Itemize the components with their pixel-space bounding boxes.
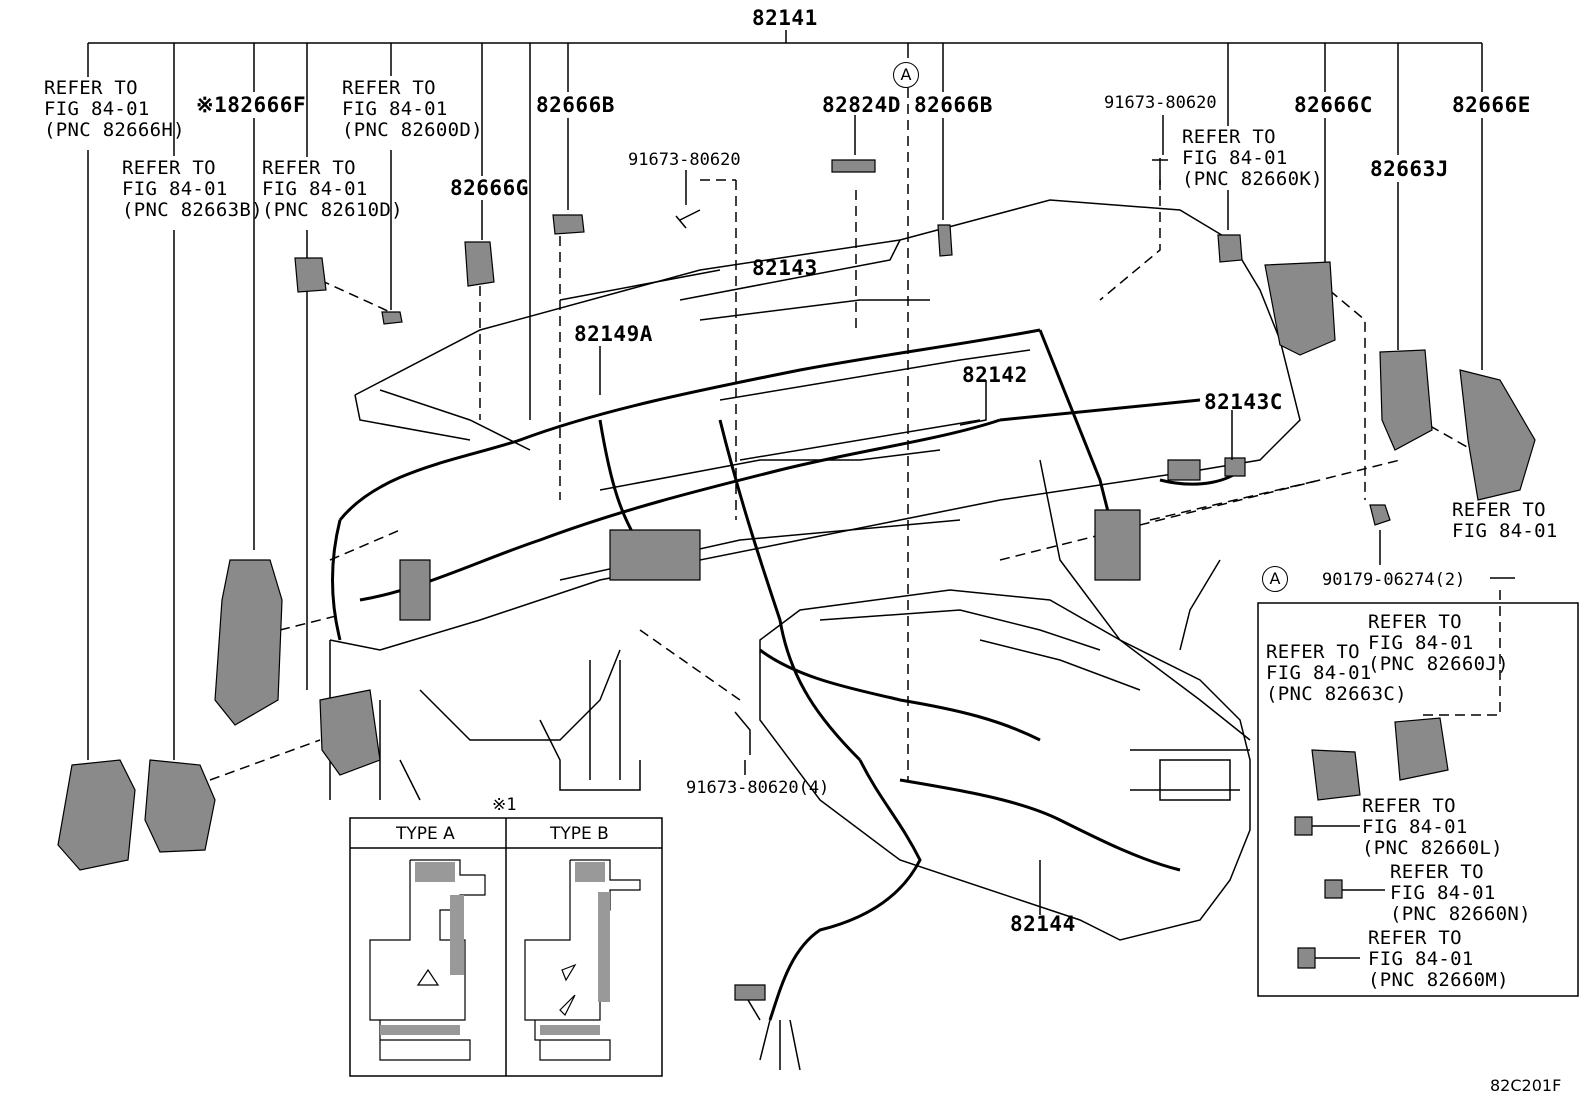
refer-82600D: REFER TO FIG 84-01 (PNC 82600D)	[342, 78, 483, 141]
refer-line: REFER TO	[1368, 611, 1462, 633]
refer-82660J: REFER TO FIG 84-01 (PNC 82660J)	[1368, 612, 1509, 675]
connector-82666G	[464, 241, 495, 287]
refer-line: REFER TO	[1182, 126, 1276, 148]
refer-82666H: REFER TO FIG 84-01 (PNC 82666H)	[44, 78, 185, 141]
top-bracket-line	[88, 30, 1482, 44]
refer-line: (PNC 82600D)	[342, 119, 483, 141]
connector-82660M	[1297, 947, 1316, 969]
refer-line: FIG 84-01	[1368, 632, 1474, 654]
part-number-82666G: 82666G	[450, 176, 529, 200]
type-b-heading: TYPE B	[550, 824, 609, 844]
part-number-82144: 82144	[1010, 912, 1076, 936]
figure-code: 82C201F	[1490, 1076, 1562, 1095]
harness-main	[338, 328, 1041, 521]
junction-82663J	[1379, 349, 1433, 451]
refer-line: FIG 84-01	[1266, 662, 1372, 684]
connector-82660K	[1217, 234, 1243, 263]
refer-82660L: REFER TO FIG 84-01 (PNC 82660L)	[1362, 796, 1503, 859]
part-number-82142: 82142	[962, 363, 1028, 387]
refer-line: FIG 84-01	[1390, 882, 1496, 904]
part-number-91673-80620-a: 91673-80620	[628, 150, 741, 170]
connector-82666B-2	[937, 224, 953, 257]
relay-block-82666H	[57, 759, 136, 871]
refer-line: FIG 84-01	[262, 178, 368, 200]
callout-a-top: A	[893, 62, 919, 88]
refer-line: FIG 84-01	[1368, 948, 1474, 970]
refer-line: FIG 84-01	[44, 98, 150, 120]
part-number-82666F: ※182666F	[196, 93, 307, 117]
refer-line: (PNC 82663C)	[1266, 683, 1407, 705]
refer-line: FIG 84-01	[1452, 520, 1558, 542]
console-outline	[759, 589, 1251, 941]
refer-82660N: REFER TO FIG 84-01 (PNC 82660N)	[1390, 862, 1531, 925]
connector-82660N	[1324, 879, 1343, 899]
part-number-91673-80620-c: 91673-80620(4)	[686, 778, 830, 798]
refer-line: FIG 84-01	[122, 178, 228, 200]
junction-block-82666F	[214, 559, 283, 726]
refer-line: (PNC 82666H)	[44, 119, 185, 141]
refer-line: FIG 84-01	[1362, 816, 1468, 838]
refer-82660M: REFER TO FIG 84-01 (PNC 82660M)	[1368, 928, 1509, 991]
refer-line: (PNC 82660L)	[1362, 837, 1503, 859]
refer-82663B: REFER TO FIG 84-01 (PNC 82663B)	[122, 158, 263, 221]
relay-cluster-left	[319, 689, 381, 776]
refer-line: REFER TO	[122, 157, 216, 179]
refer-line: FIG 84-01	[342, 98, 448, 120]
junction-82666E	[1459, 369, 1536, 501]
part-number-82824D: 82824D	[822, 93, 901, 117]
connector-82663C	[1311, 749, 1361, 801]
refer-line: FIG 84-01	[1182, 147, 1288, 169]
connector-82824D	[831, 159, 876, 173]
refer-line: REFER TO	[1362, 795, 1456, 817]
part-number-82149A: 82149A	[574, 322, 653, 346]
refer-82660K: REFER TO FIG 84-01 (PNC 82660K)	[1182, 127, 1323, 190]
bolt-91673-c	[734, 711, 751, 755]
refer-line: REFER TO	[1368, 927, 1462, 949]
part-number-82143: 82143	[752, 256, 818, 280]
callout-a-inset: A	[1262, 566, 1288, 592]
part-number-82666C: 82666C	[1294, 93, 1373, 117]
connector-82660J	[1394, 717, 1449, 781]
type-a-fuse-block	[369, 859, 486, 1061]
part-number-82666E: 82666E	[1452, 93, 1531, 117]
part-number-82666B-2: 82666B	[914, 93, 993, 117]
part-number-90179: 90179-06274(2)	[1322, 570, 1466, 590]
refer-line: REFER TO	[262, 157, 356, 179]
refer-line: REFER TO	[44, 77, 138, 99]
refer-line: (PNC 82660M)	[1368, 969, 1509, 991]
refer-fig-right: REFER TO FIG 84-01	[1452, 500, 1558, 542]
refer-line: (PNC 82660K)	[1182, 168, 1323, 190]
note-marker-1: ※1	[492, 795, 517, 815]
junction-block-82663B	[144, 759, 216, 853]
part-number-82666B-1: 82666B	[536, 93, 615, 117]
part-number-82663J: 82663J	[1370, 157, 1449, 181]
refer-line: REFER TO	[1452, 499, 1546, 521]
refer-82610D: REFER TO FIG 84-01 (PNC 82610D)	[262, 158, 403, 221]
bolt-91673-b	[1152, 158, 1168, 185]
refer-line: (PNC 82660J)	[1368, 653, 1509, 675]
connector-82666B-1	[552, 214, 585, 235]
part-number-82143C: 82143C	[1204, 390, 1283, 414]
refer-line: REFER TO	[1390, 861, 1484, 883]
part-number-82141: 82141	[752, 6, 818, 30]
part-number-91673-80620-b: 91673-80620	[1104, 93, 1217, 113]
refer-line: REFER TO	[342, 77, 436, 99]
connector-82600D	[381, 311, 403, 325]
refer-line: (PNC 82663B)	[122, 199, 263, 221]
bolt-91673-a	[675, 209, 701, 229]
type-a-heading: TYPE A	[396, 824, 455, 844]
inset-box-A	[1257, 602, 1579, 997]
junction-82666C	[1264, 261, 1336, 356]
fuse-row-center	[609, 529, 701, 581]
refer-line: (PNC 82610D)	[262, 199, 403, 221]
refer-82663C: REFER TO FIG 84-01 (PNC 82663C)	[1266, 642, 1407, 705]
connector-82610D	[294, 257, 327, 293]
refer-line: REFER TO	[1266, 641, 1360, 663]
refer-line: (PNC 82660N)	[1390, 903, 1531, 925]
connector-82660L	[1294, 816, 1313, 836]
connector-bottom-exit	[734, 984, 766, 1001]
